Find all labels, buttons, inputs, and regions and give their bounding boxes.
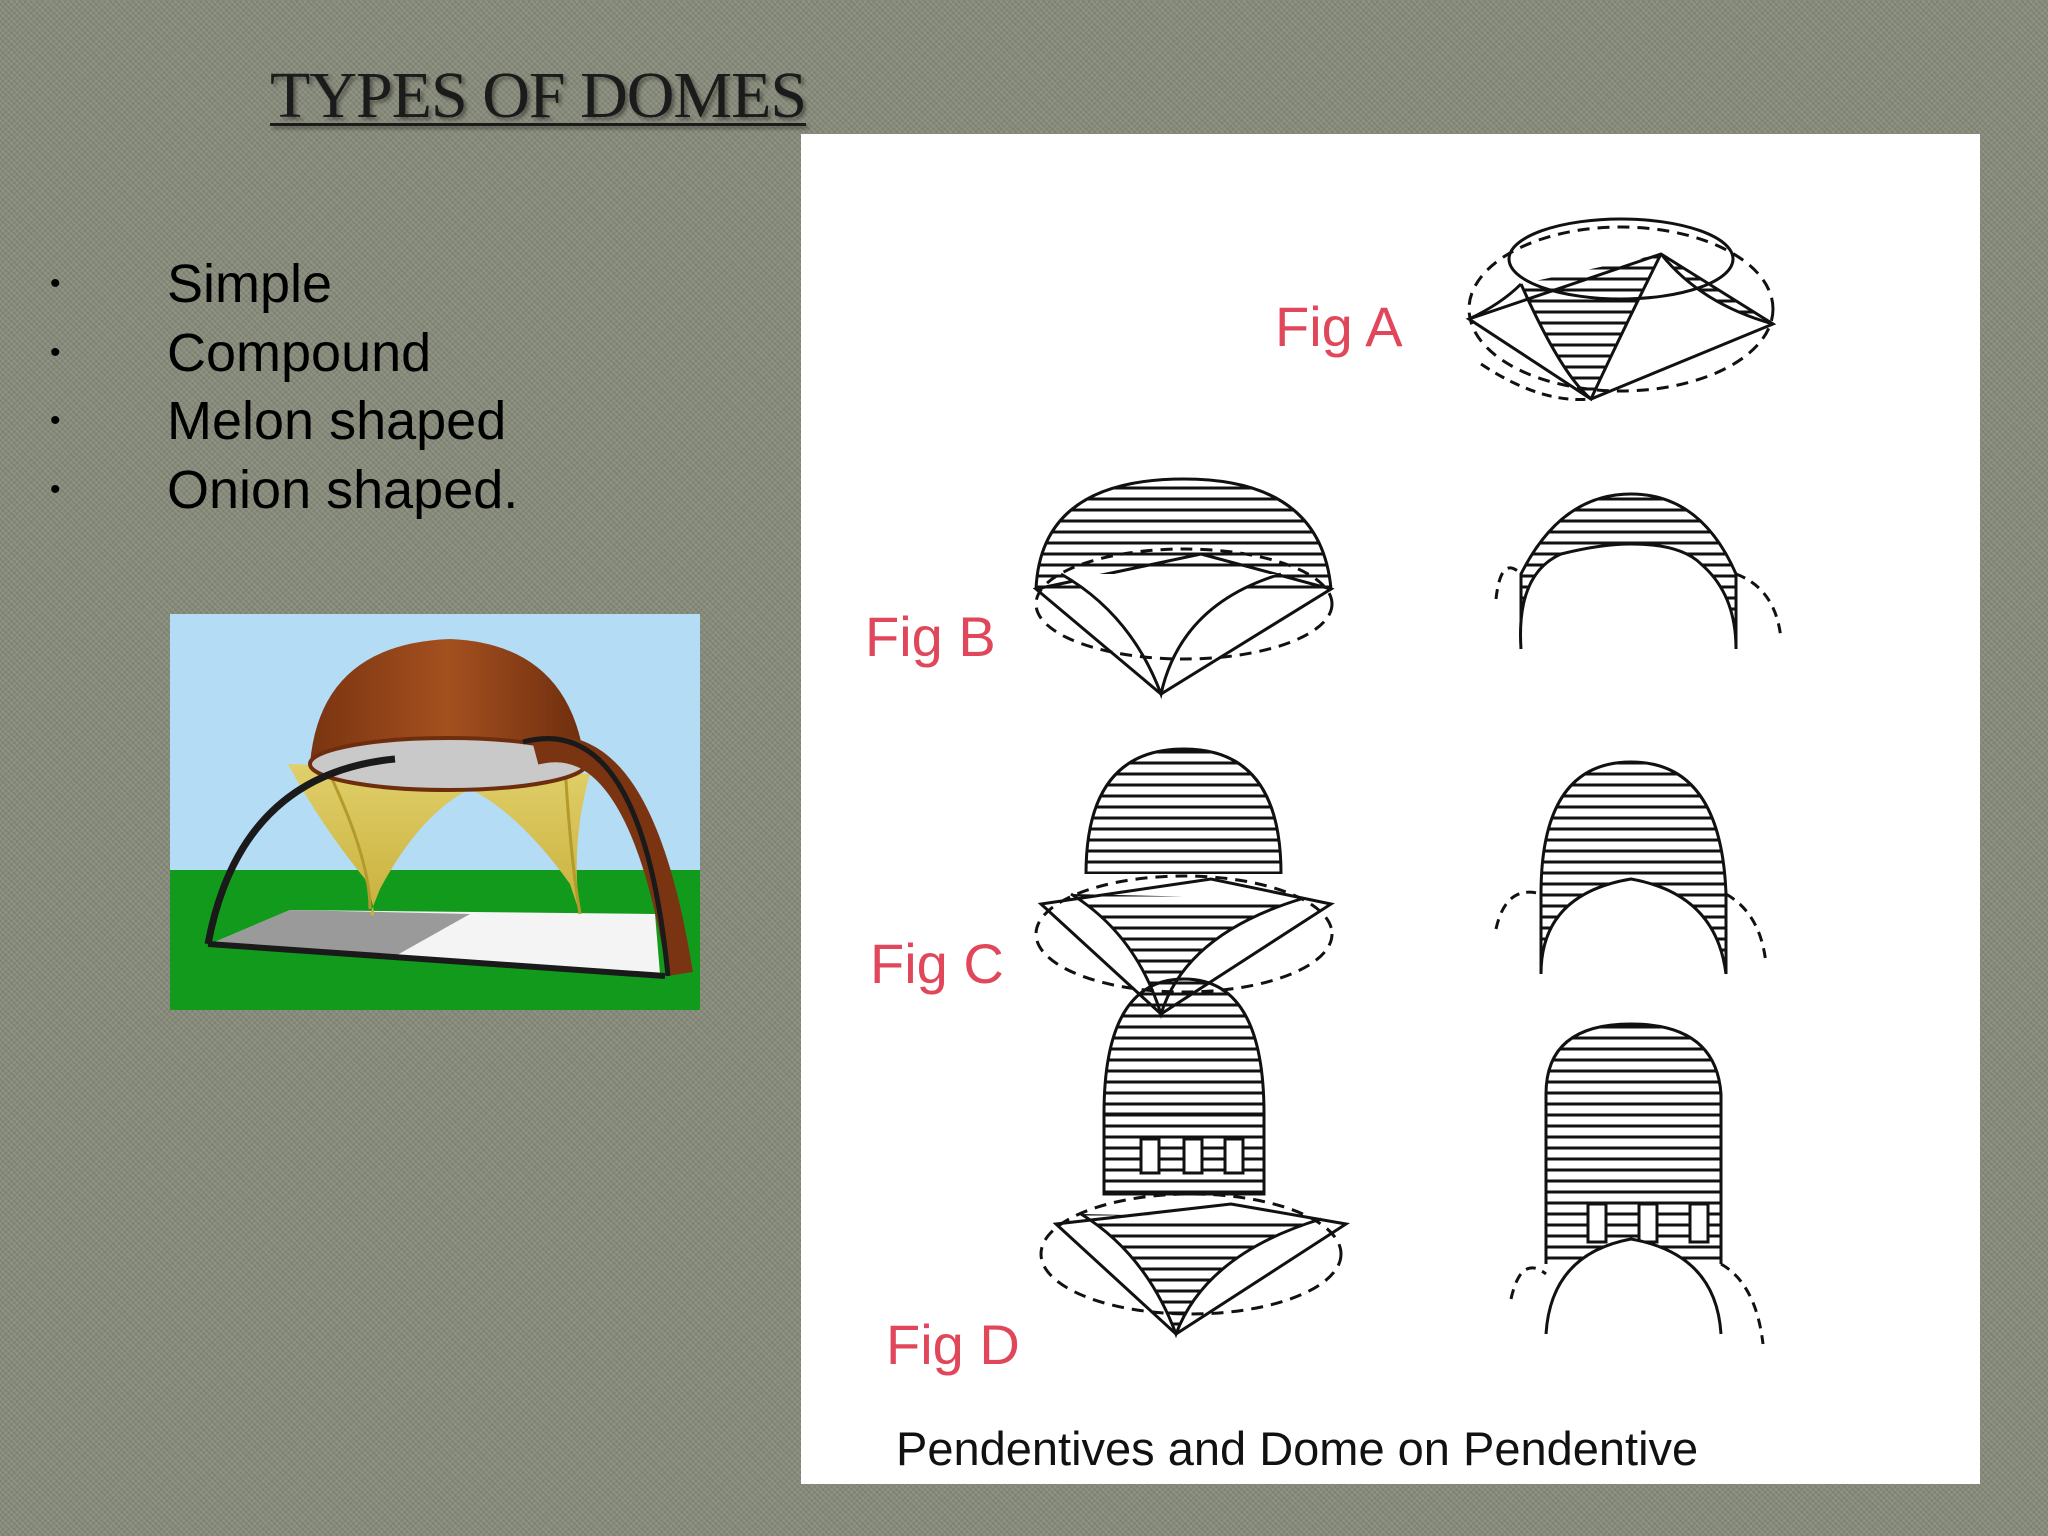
pendentive-figure: Fig A Fig B Fig C Fig D Pendentives and … — [801, 134, 1980, 1484]
bullet-marker: • — [50, 472, 61, 506]
fig-d-label: Fig D — [886, 1313, 1020, 1376]
bullet-marker: • — [50, 335, 61, 369]
list-item-text: Melon shaped — [167, 391, 507, 451]
fig-c-label: Fig C — [870, 932, 1004, 995]
list-item-text: Onion shaped. — [167, 459, 519, 520]
bullet-marker: • — [50, 267, 61, 300]
dome-illustration — [170, 614, 700, 1010]
pendentive-diagram — [1032, 217, 1783, 1345]
bullet-marker: • — [50, 404, 61, 437]
fig-a-label: Fig A — [1275, 295, 1403, 358]
list-item-text: Compound — [167, 322, 432, 383]
figure-caption: Pendentives and Dome on Pendentive — [896, 1422, 1699, 1475]
list-item-text: Simple — [167, 254, 333, 314]
fig-b-label: Fig B — [865, 605, 996, 668]
slide-title: TYPES OF DOMES — [270, 59, 807, 132]
